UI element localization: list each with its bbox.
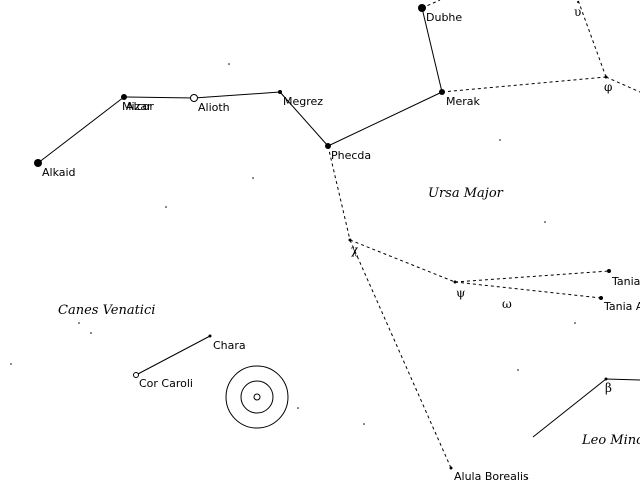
- line-psi-tania-australis: [454, 281, 602, 299]
- star-chara[interactable]: [208, 334, 212, 338]
- label-upsilon: υ: [574, 5, 581, 19]
- label-alula-borealis: Alula Borealis: [454, 470, 529, 480]
- faint-star: [363, 423, 365, 425]
- star-cor-caroli[interactable]: [133, 372, 139, 378]
- label-phi: φ: [604, 80, 612, 94]
- star-alula-borealis[interactable]: [449, 466, 453, 470]
- label-beta: β: [605, 381, 612, 395]
- star-mizar[interactable]: [121, 94, 127, 100]
- label-chara: Chara: [213, 339, 246, 352]
- faint-star: [574, 322, 576, 324]
- star-labels: Dubhe Merak Phecda Megrez Alioth Mizar A…: [42, 11, 640, 480]
- faint-star: [10, 363, 12, 365]
- label-phecda: Phecda: [331, 149, 371, 162]
- label-psi: ψ: [456, 286, 465, 300]
- faint-star: [252, 177, 254, 179]
- label-dubhe: Dubhe: [426, 11, 462, 24]
- line-leo-minor-b: [605, 378, 640, 381]
- greek-labels: υ χ ψ ω φ β: [351, 5, 612, 395]
- label-megrez: Megrez: [283, 95, 323, 108]
- constellation-ursa-major: Ursa Major: [428, 186, 504, 201]
- line-dubhe-merak: [421, 7, 443, 93]
- star-alioth[interactable]: [190, 94, 198, 102]
- faint-star: [78, 322, 80, 324]
- star-upsilon[interactable]: [577, 1, 579, 3]
- line-merak-phi: [441, 76, 607, 93]
- faint-star: [517, 369, 519, 371]
- line-leo-minor-a: [532, 378, 607, 438]
- big-dipper-lines: [37, 7, 640, 438]
- crosshair-target-icon[interactable]: [225, 365, 289, 429]
- star-merak[interactable]: [439, 89, 445, 95]
- star-alkaid[interactable]: [34, 159, 42, 167]
- line-phi-edge: [605, 76, 640, 93]
- label-omega: ω: [502, 297, 512, 311]
- star-tania-borealis[interactable]: [607, 269, 611, 273]
- line-mizar-alkaid: [37, 96, 125, 164]
- label-tania-borealis: Tania: [611, 275, 640, 288]
- constellation-names: Ursa Major Canes Venatici Leo Minor: [58, 186, 640, 448]
- star-psi[interactable]: [453, 280, 457, 284]
- star-phecda[interactable]: [325, 143, 331, 149]
- faint-star: [544, 221, 546, 223]
- label-alcor: Alcor: [126, 100, 154, 113]
- line-phecda-megrez: [279, 91, 329, 147]
- faint-star: [297, 407, 299, 409]
- line-chara-cor-caroli: [135, 335, 211, 376]
- line-merak-phecda: [327, 91, 443, 147]
- ursa-major-dashed-lines: [327, 0, 640, 469]
- line-psi-tania-borealis: [454, 270, 610, 283]
- line-phi-north: [577, 0, 607, 78]
- star-megrez[interactable]: [278, 90, 282, 94]
- label-merak: Merak: [446, 95, 481, 108]
- label-chi: χ: [351, 243, 359, 257]
- faint-stars: [10, 63, 576, 479]
- star-phi[interactable]: [604, 75, 608, 79]
- constellation-canes-venatici: Canes Venatici: [58, 303, 155, 318]
- line-megrez-alioth: [193, 91, 281, 99]
- star-dubhe[interactable]: [418, 4, 426, 12]
- star-chi[interactable]: [348, 238, 352, 242]
- faint-star: [526, 477, 528, 479]
- constellation-leo-minor: Leo Minor: [581, 433, 640, 448]
- label-tania-australis: Tania A: [603, 300, 640, 313]
- faint-star: [228, 63, 230, 65]
- line-alioth-mizar: [123, 96, 195, 99]
- stars: [34, 1, 611, 470]
- label-mizar: Mizar: [122, 100, 152, 113]
- faint-star: [499, 139, 501, 141]
- faint-star: [90, 332, 92, 334]
- star-tania-australis[interactable]: [599, 296, 603, 300]
- line-phecda-chi: [327, 145, 351, 241]
- star-beta-lmi[interactable]: [604, 377, 608, 381]
- label-alkaid: Alkaid: [42, 166, 76, 179]
- line-chi-psi: [349, 239, 456, 283]
- label-cor-caroli: Cor Caroli: [139, 377, 193, 390]
- faint-star: [165, 206, 167, 208]
- label-alioth: Alioth: [198, 101, 230, 114]
